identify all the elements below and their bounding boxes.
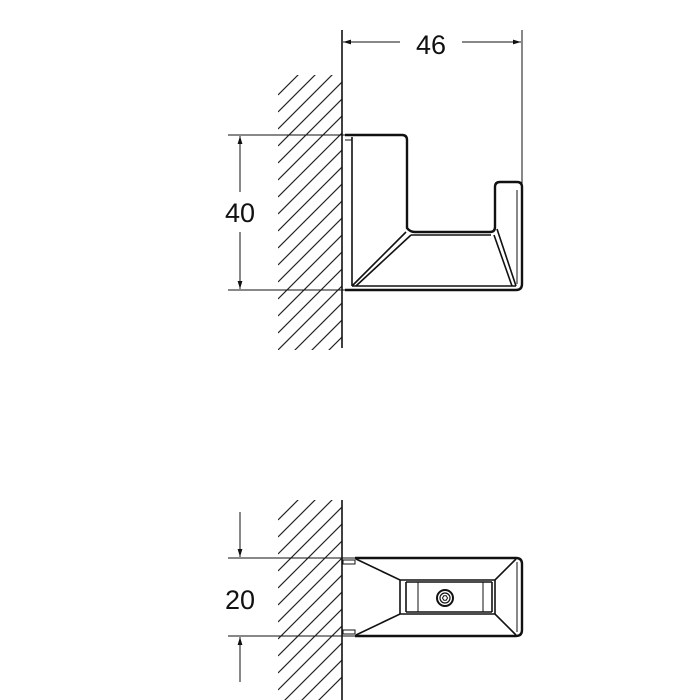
dimension-height: 40 xyxy=(225,134,355,291)
dimension-depth: 20 xyxy=(225,512,355,682)
hook-side-profile xyxy=(345,133,524,292)
dimension-depth-label: 20 xyxy=(225,585,255,615)
set-screw-icon xyxy=(436,589,454,607)
wall-hatch-top xyxy=(278,75,342,350)
dimension-height-label: 40 xyxy=(225,198,255,228)
wall-hatch-bottom xyxy=(278,500,342,700)
side-view: 46 40 xyxy=(225,30,524,350)
hook-top-profile xyxy=(342,556,524,638)
top-view: 20 xyxy=(225,500,524,700)
dimension-width-label: 46 xyxy=(416,30,446,60)
dimension-width: 46 xyxy=(343,30,523,186)
